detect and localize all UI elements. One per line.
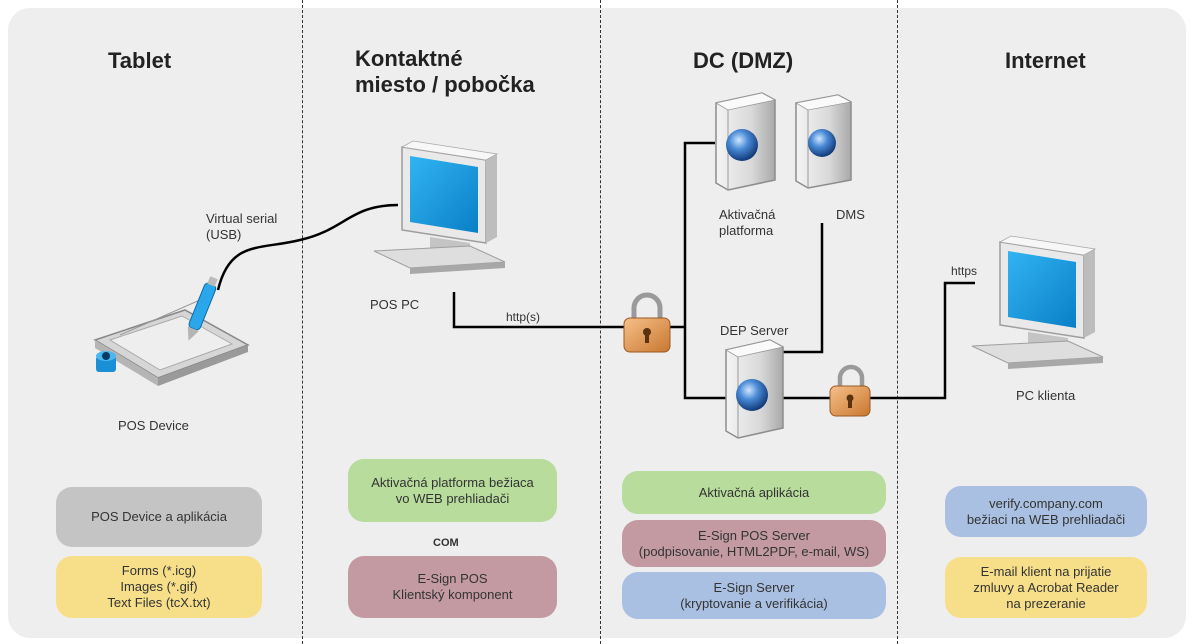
label-pos-pc: POS PC xyxy=(370,297,420,312)
padlock-icon-1 xyxy=(623,292,671,353)
dc-bus xyxy=(683,141,728,400)
tablet-pen-icon xyxy=(93,276,250,386)
box-esign-pos: E-Sign POS Klientský komponent xyxy=(348,556,557,618)
column-title-dc: DC (DMZ) xyxy=(693,48,794,73)
divider-1 xyxy=(302,0,303,644)
box-forms: Forms (*.icg) Images (*.gif) Text Files … xyxy=(56,556,262,618)
divider-3 xyxy=(897,0,898,644)
label-virtual-serial: Virtual serial (USB) xyxy=(206,211,278,242)
label-aktivacna-platforma: Aktivačná platforma xyxy=(719,207,776,238)
label-dms: DMS xyxy=(836,207,865,222)
box-aktivacna-web: Aktivačná platforma bežiaca vo WEB prehl… xyxy=(348,459,557,522)
https-line xyxy=(865,281,975,400)
box-aktivacna-aplikacia: Aktivačná aplikácia xyxy=(622,471,886,514)
box-verify: verify.company.com bežiaci na WEB prehli… xyxy=(945,486,1147,537)
label-dep-server: DEP Server xyxy=(720,323,789,338)
box-esign-pos-server: E-Sign POS Server (podpisovanie, HTML2PD… xyxy=(622,520,886,567)
divider-2 xyxy=(600,0,601,644)
label-https: https xyxy=(951,264,978,278)
pos-pc-monitor-icon xyxy=(373,140,506,274)
label-http: http(s) xyxy=(506,310,541,324)
box-esign-server: E-Sign Server (kryptovanie a verifikácia… xyxy=(622,572,886,619)
box-email-client: E-mail klient na prijatie zmluvy a Acrob… xyxy=(945,557,1147,618)
dms-link xyxy=(780,223,824,354)
label-pos-device: POS Device xyxy=(118,418,189,433)
column-title-tablet: Tablet xyxy=(108,48,172,73)
column-title-branch: Kontaktné miesto / pobočka xyxy=(355,46,535,97)
http-line xyxy=(452,292,640,329)
connection-lines xyxy=(216,141,975,400)
box-pos-device-app: POS Device a aplikácia xyxy=(56,487,262,547)
padlock-icon-2 xyxy=(829,364,871,417)
server-dms-icon xyxy=(794,94,853,189)
server-aktivacna-icon xyxy=(714,92,777,191)
usb-cable xyxy=(216,203,399,291)
pc-klienta-monitor-icon xyxy=(971,235,1104,369)
label-pc-klienta: PC klienta xyxy=(1016,388,1076,403)
label-com: COM xyxy=(433,537,459,549)
server-dep-icon xyxy=(724,339,785,439)
column-title-internet: Internet xyxy=(1005,48,1086,73)
